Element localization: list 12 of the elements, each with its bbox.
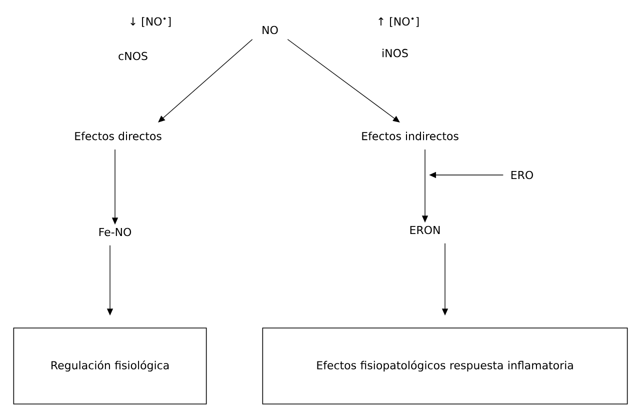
label-text: ↓ [NO$^{•}$]: [130, 17, 171, 27]
node-text: Efectos directos: [75, 132, 162, 140]
node-text: Fe-NO: [99, 228, 132, 236]
label-text: iNOS: [382, 48, 408, 58]
node-text: ERON: [410, 226, 440, 234]
result-box: Efectos fisiopatológicos respuesta inflamatoria: [262, 328, 628, 404]
node-text: ERO: [511, 170, 533, 180]
label-text: ↑ [NO$^{•}$]: [378, 17, 419, 27]
node-text: NO: [262, 26, 278, 34]
label-text: cNOS: [118, 52, 148, 60]
result-box: Regulación fisiológica: [13, 328, 207, 404]
node-text: Efectos indirectos: [362, 132, 458, 140]
